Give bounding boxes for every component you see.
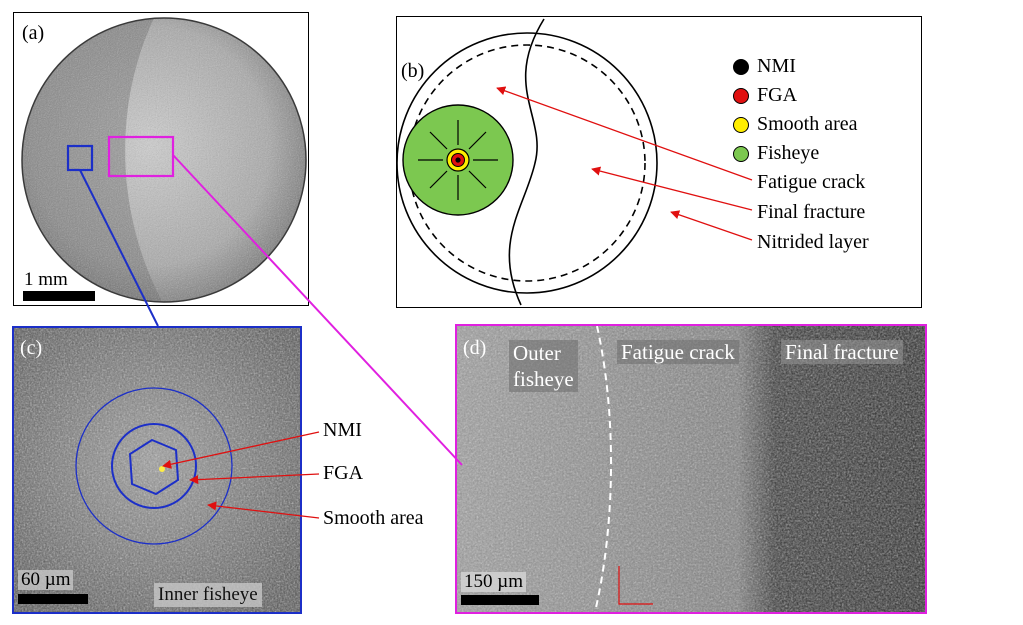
panel-c: (c) 60 µm Inner fisheye	[12, 326, 302, 614]
legend-label: Fisheye	[757, 142, 820, 164]
reference-marker	[618, 566, 653, 605]
callout-nmi: NMI	[323, 419, 362, 441]
panel-c-label: (c)	[20, 337, 43, 359]
schematic-diagram	[397, 18, 658, 306]
panel-d-label: (d)	[463, 337, 487, 359]
nmi-dot	[455, 157, 461, 163]
region-outer-fisheye: Outer fisheye	[509, 340, 578, 392]
panel-a-scale-text: 1 mm	[24, 269, 68, 290]
region-final-fracture: Final fracture	[781, 340, 903, 364]
callout-nitrided-layer: Nitrided layer	[757, 231, 869, 253]
legend-dot-nmi	[733, 59, 749, 75]
panel-a-label: (a)	[22, 22, 45, 44]
panel-d: (d) Outer fisheye Fatigue crack Final fr…	[455, 324, 927, 614]
fracture-surface-image	[21, 17, 307, 303]
legend-dot-fga	[733, 88, 749, 104]
region-fatigue-crack: Fatigue crack	[617, 340, 739, 364]
nmi-marker	[159, 466, 165, 472]
panel-d-scale-text: 150 µm	[461, 572, 526, 592]
legend-dot-smooth	[733, 117, 749, 133]
panel-b: (b) NMI FGA Smooth area Fisheye Fatigue …	[396, 16, 922, 308]
legend-dot-fisheye	[733, 146, 749, 162]
panel-a-scale-bar	[23, 291, 95, 301]
legend-label: NMI	[757, 55, 796, 77]
panel-c-scale-text: 60 µm	[18, 570, 74, 590]
callout-fga: FGA	[323, 462, 364, 484]
panel-d-scale-bar	[461, 595, 539, 605]
panel-a: (a) 1 mm	[13, 12, 309, 306]
legend-label: Smooth area	[757, 113, 858, 135]
callout-smooth-area: Smooth area	[323, 507, 424, 529]
panel-b-label: (b)	[401, 60, 425, 82]
callout-final-fracture: Final fracture	[757, 201, 866, 223]
panel-c-region-label: Inner fisheye	[154, 583, 262, 607]
crack-front-line	[508, 18, 545, 306]
panel-c-scale-bar	[18, 594, 88, 604]
callout-fatigue-crack: Fatigue crack	[757, 171, 866, 193]
legend-label: FGA	[757, 84, 798, 106]
fisheye-boundary-line	[594, 326, 612, 612]
